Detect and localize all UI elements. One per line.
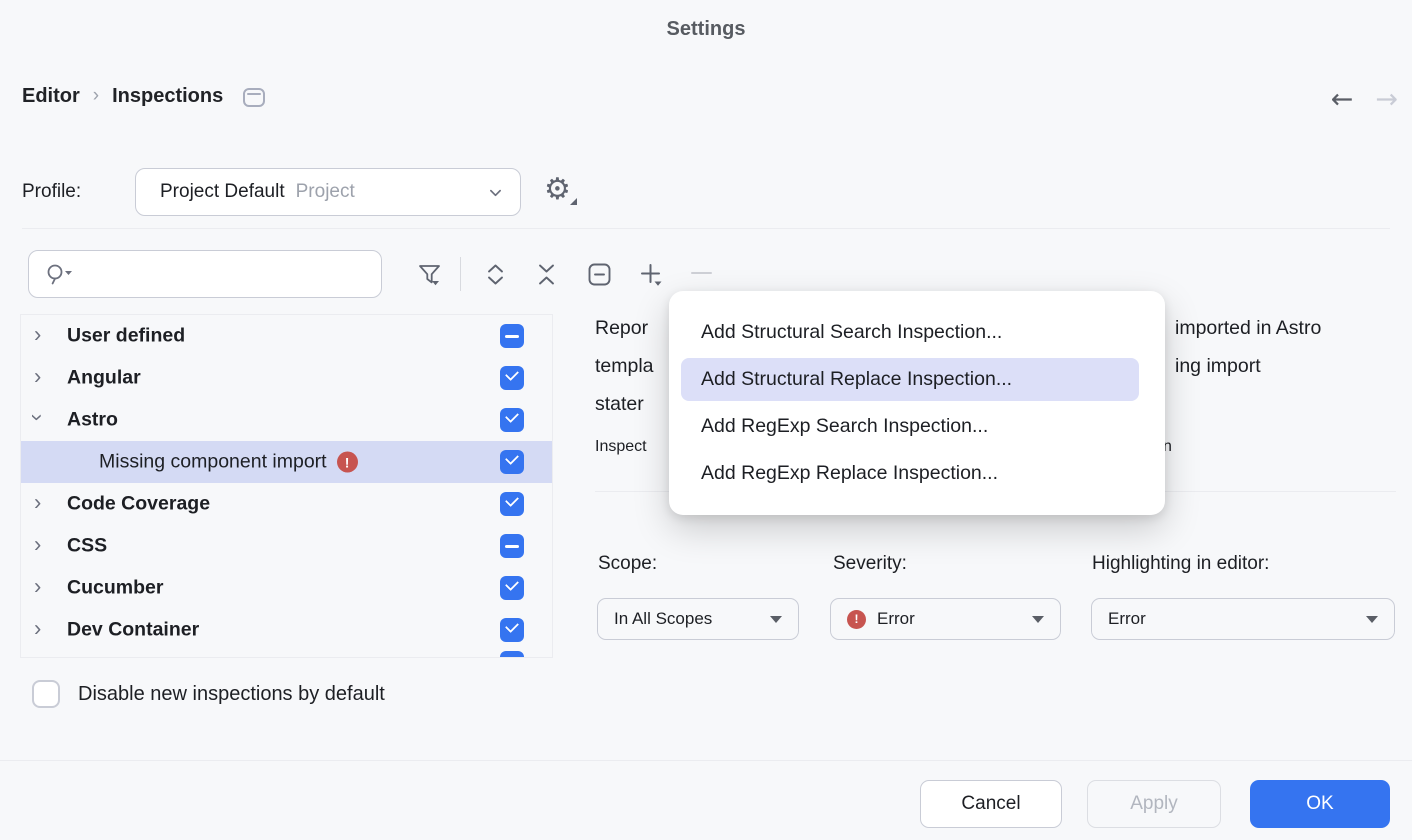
cancel-button[interactable]: Cancel	[920, 780, 1062, 828]
back-arrow-icon[interactable]: ←	[1330, 84, 1354, 115]
description-text: Repor	[595, 317, 649, 339]
tree-item-label: Missing component import	[99, 450, 327, 473]
tree-item-label[interactable]: Dev Container	[67, 618, 200, 641]
breadcrumb-editor[interactable]: Editor	[22, 85, 80, 107]
description-text: stater	[595, 393, 644, 415]
error-badge-icon: !	[847, 609, 866, 629]
copy-settings-path-icon[interactable]	[243, 88, 266, 107]
checkbox-checked[interactable]	[500, 492, 524, 516]
profile-actions-button[interactable]: ⚙	[544, 170, 584, 212]
tree-row[interactable]: › User defined	[21, 315, 552, 357]
scope-value: In All Scopes	[614, 609, 713, 628]
chevron-right-icon[interactable]: ›	[34, 363, 42, 389]
expand-all-icon[interactable]	[482, 261, 509, 288]
window-title: Settings	[666, 18, 746, 40]
apply-button: Apply	[1087, 780, 1221, 828]
dropdown-corner-icon	[570, 198, 577, 205]
menu-item-structural-search[interactable]: Add Structural Search Inspection...	[701, 321, 1003, 343]
checkbox-checked[interactable]	[500, 450, 524, 474]
scope-dropdown[interactable]: In All Scopes	[597, 598, 799, 640]
tree-row[interactable]: › Code Coverage	[21, 483, 552, 525]
menu-item-regexp-search[interactable]: Add RegExp Search Inspection...	[701, 415, 989, 437]
chevron-down-icon[interactable]: ›	[25, 413, 51, 422]
search-box[interactable]	[28, 250, 382, 298]
tree-item-label[interactable]: User defined	[67, 324, 186, 347]
chevron-right-icon[interactable]: ›	[34, 615, 42, 641]
tree-row[interactable]: › Dev Container	[21, 609, 552, 651]
description-text: imported in Astro	[1175, 317, 1322, 339]
ok-button[interactable]: OK	[1250, 780, 1390, 828]
highlighting-dropdown[interactable]: Error	[1091, 598, 1395, 640]
description-note: n	[1163, 438, 1172, 455]
tree-row[interactable]: › Angular	[21, 357, 552, 399]
disable-inspection-icon[interactable]	[586, 261, 613, 288]
remove-inspection-icon	[691, 272, 712, 274]
toolbar-separator	[460, 257, 461, 291]
highlighting-value: Error	[1108, 609, 1146, 628]
search-input[interactable]	[83, 263, 371, 285]
history-nav: ← →	[1331, 84, 1398, 115]
tree-item-label[interactable]: Code Coverage	[67, 492, 211, 515]
error-badge-icon: !	[336, 451, 358, 473]
scope-label: Scope:	[598, 553, 658, 574]
filter-icon[interactable]	[416, 261, 443, 288]
breadcrumb-inspections: Inspections	[112, 85, 224, 107]
gear-icon: ⚙	[544, 172, 571, 207]
inspections-tree[interactable]: › User defined › Angular › Astro Missing…	[20, 314, 553, 658]
profile-value: Project Default	[160, 181, 285, 202]
profile-suffix: Project	[295, 181, 355, 202]
breadcrumb-separator-icon: ›	[92, 84, 100, 106]
dropdown-arrow-icon	[770, 615, 782, 623]
chevron-right-icon[interactable]: ›	[34, 321, 42, 347]
chevron-right-icon[interactable]: ›	[34, 531, 42, 557]
forward-arrow-icon: →	[1375, 84, 1398, 115]
profile-label: Profile:	[22, 181, 82, 202]
description-note: Inspect	[595, 438, 647, 455]
tree-row[interactable]: › CSS	[21, 525, 552, 567]
dropdown-arrow-icon	[1366, 615, 1378, 623]
search-icon[interactable]	[45, 262, 75, 286]
checkbox-indeterminate[interactable]	[500, 534, 524, 558]
tree-item-label[interactable]: CSS	[67, 534, 108, 557]
description-text: templa	[595, 355, 654, 377]
collapse-all-icon[interactable]	[533, 261, 560, 288]
profile-select[interactable]: Project Default Project	[135, 168, 521, 216]
menu-item-structural-replace[interactable]: Add Structural Replace Inspection...	[669, 356, 1165, 403]
checkbox-checked[interactable]	[500, 576, 524, 600]
severity-dropdown[interactable]: ! Error	[830, 598, 1061, 640]
dropdown-arrow-icon	[1032, 615, 1044, 623]
add-inspection-menu: Add Structural Search Inspection... Add …	[669, 291, 1165, 515]
tree-item-label[interactable]: Cucumber	[67, 576, 164, 599]
breadcrumb: Editor › Inspections	[22, 84, 266, 108]
menu-item-regexp-replace[interactable]: Add RegExp Replace Inspection...	[701, 462, 999, 484]
add-inspection-icon[interactable]	[637, 261, 664, 288]
header-separator	[22, 228, 1390, 229]
chevron-down-icon	[490, 189, 501, 196]
checkbox-indeterminate[interactable]	[500, 324, 524, 348]
chevron-right-icon[interactable]: ›	[34, 489, 42, 515]
tree-row[interactable]: › Cucumber	[21, 567, 552, 609]
tree-row[interactable]: › Astro	[21, 399, 552, 441]
checkbox-checked[interactable]	[500, 366, 524, 390]
disable-new-inspections-checkbox[interactable]	[32, 680, 60, 708]
description-text: ing import	[1175, 355, 1261, 377]
disable-new-inspections-label: Disable new inspections by default	[78, 683, 385, 705]
tree-row-selected[interactable]: Missing component import !	[21, 441, 552, 483]
footer-separator	[0, 760, 1412, 761]
tree-item-label[interactable]: Astro	[67, 408, 118, 431]
chevron-right-icon[interactable]: ›	[34, 573, 42, 599]
tree-item-label[interactable]: Angular	[67, 366, 141, 389]
highlighting-label: Highlighting in editor:	[1092, 553, 1270, 574]
checkbox-checked[interactable]	[500, 408, 524, 432]
partial-checkbox	[500, 651, 524, 657]
checkbox-checked[interactable]	[500, 618, 524, 642]
severity-value: Error	[877, 609, 915, 628]
severity-label: Severity:	[833, 553, 907, 574]
